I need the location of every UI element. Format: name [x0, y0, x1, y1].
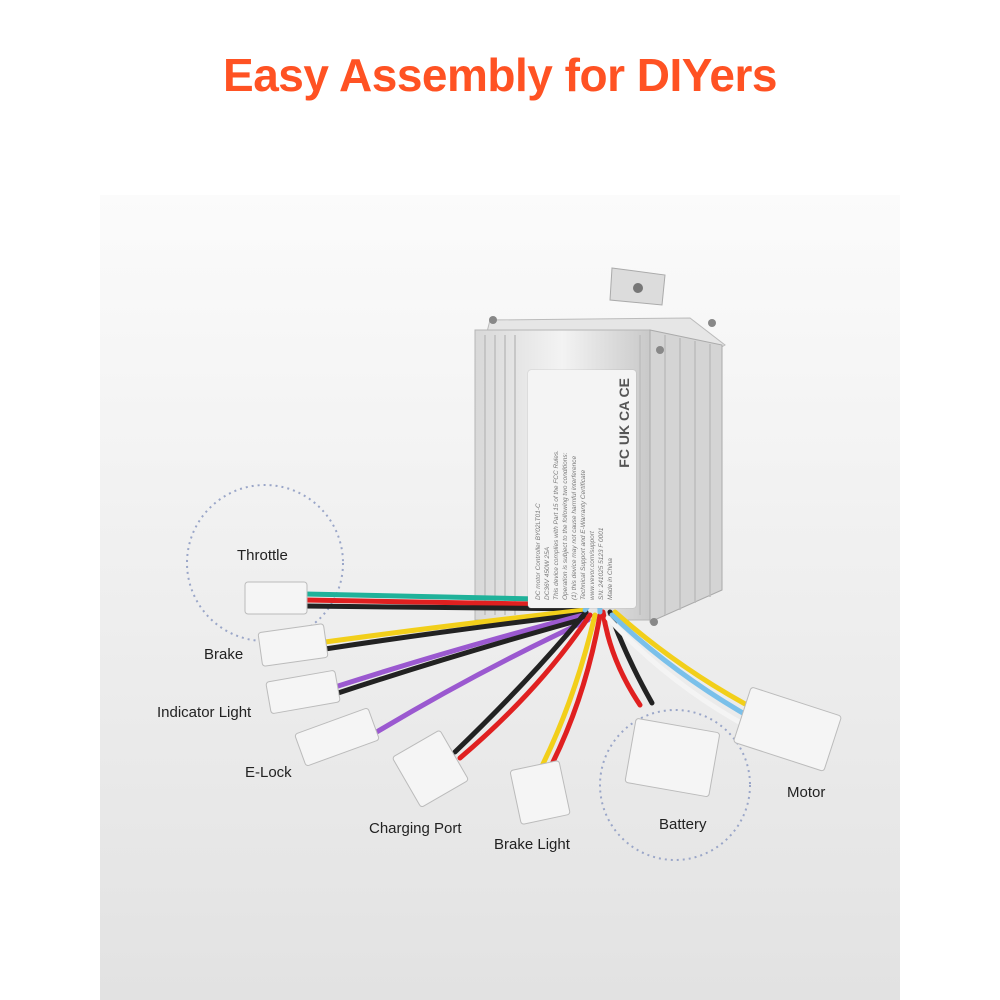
certification-marks: FC UK CA CE: [616, 378, 632, 468]
indicator-light-connector: [265, 670, 341, 714]
page-title: Easy Assembly for DIYers: [223, 49, 777, 101]
label-line: Technical Support and E-Warranty Certifi…: [580, 469, 587, 600]
product-label-sticker: DC motor Controller BY02LT01-C DC36V 450…: [528, 370, 636, 608]
side-fins: [664, 335, 711, 615]
bracket-hole: [633, 283, 643, 293]
screws: [489, 316, 716, 626]
throttle-highlight-circle: [186, 484, 344, 642]
label-charging-port: Charging Port: [369, 820, 462, 837]
label-e-lock: E-Lock: [245, 764, 292, 781]
battery-highlight-circle: [599, 709, 751, 861]
label-brake: Brake: [204, 646, 244, 663]
label-motor: Motor: [787, 784, 826, 801]
label-indicator-light: Indicator Light: [157, 704, 252, 721]
label-brake-light: Brake Light: [494, 836, 570, 853]
motor-connector: [733, 687, 842, 772]
brake-connector: [257, 623, 329, 667]
label-line: DC36V 450W 25A: [544, 546, 551, 600]
brake-light-connector: [509, 760, 571, 825]
throttle-connector: [244, 581, 308, 615]
label-battery: Battery: [659, 816, 707, 833]
connectors: [244, 581, 842, 825]
battery-connector: [624, 718, 720, 797]
label-line: This device complies with Part 15 of the…: [553, 450, 560, 600]
e-lock-connector: [294, 708, 380, 766]
heatsink-fins: [484, 335, 641, 615]
label-line: SN: 241025 5123 F 0001: [598, 527, 605, 600]
label-line: Operation is subject to the following tw…: [562, 452, 569, 600]
label-line: Made in China: [607, 558, 614, 600]
box-side: [649, 329, 723, 623]
label-throttle: Throttle: [237, 547, 288, 564]
wire-harness: [302, 591, 763, 775]
label-line: www.vevor.com/support: [589, 531, 596, 600]
label-line: DC motor Controller BY02LT01-C: [535, 503, 542, 600]
charging-port-connector: [392, 730, 469, 808]
label-line: (1) this device may not cause harmful in…: [571, 455, 578, 600]
